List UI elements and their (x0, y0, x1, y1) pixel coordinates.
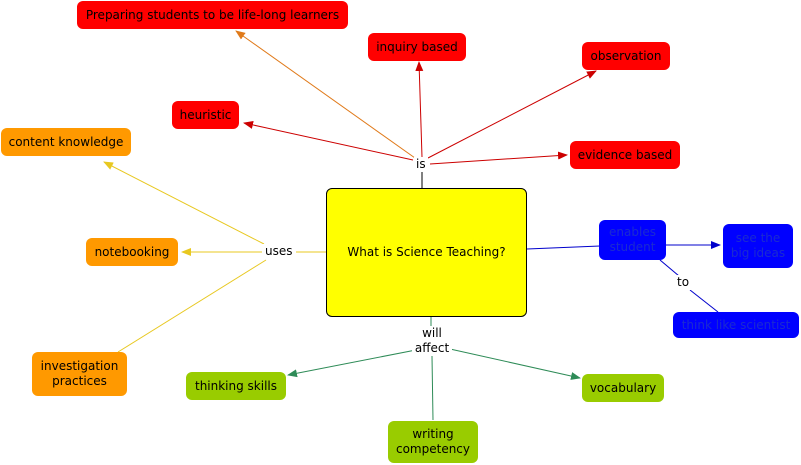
node-evidence-based-label: evidence based (577, 147, 673, 162)
node-competency-label: competency (395, 442, 471, 456)
link-uses-content (103, 161, 265, 245)
node-content-knowledge-label: content knowledge (8, 134, 124, 149)
link-enables-to (659, 259, 680, 277)
node-think-like-scientist[interactable]: think like scientist (673, 312, 799, 338)
node-writing-competency[interactable]: writing competency (388, 421, 478, 463)
node-think-like-scientist-label: think like scientist (681, 317, 791, 332)
link-affect-thinking (287, 348, 422, 378)
node-investigation-label: investigation (40, 359, 119, 373)
link-label-is: is (414, 157, 428, 172)
node-inquiry-based-label: inquiry based (376, 39, 458, 54)
node-heuristic-label: heuristic (179, 107, 232, 122)
link-label-will-affect: will affect (412, 326, 452, 356)
link-uses-investigation (117, 259, 267, 353)
link-to-scientist (689, 289, 719, 313)
link-label-will: will (422, 326, 442, 340)
link-is-heuristic (243, 121, 414, 161)
link-label-uses: uses (263, 244, 295, 259)
link-is-observation (427, 70, 597, 159)
node-observation-label: observation (590, 48, 662, 63)
node-observation[interactable]: observation (582, 42, 670, 70)
node-enables-label: enables (609, 225, 656, 239)
link-label-to: to (675, 275, 692, 290)
link-is-lifelong (235, 30, 416, 159)
node-notebooking-label: notebooking (94, 244, 170, 259)
node-see-the-label: see the (735, 231, 781, 245)
center-node-label: What is Science Teaching? (347, 245, 506, 259)
node-investigation-practices[interactable]: investigation practices (32, 352, 127, 396)
node-heuristic[interactable]: heuristic (172, 101, 239, 129)
node-writing-label: writing (412, 427, 454, 441)
link-affect-vocabulary (449, 348, 581, 380)
node-student-label: student (609, 240, 656, 254)
node-big-ideas[interactable]: see the big ideas (723, 224, 793, 268)
node-content-knowledge[interactable]: content knowledge (1, 128, 131, 156)
node-big-ideas-label: big ideas (730, 246, 786, 260)
node-lifelong-learners-label: Preparing students to be life-long learn… (85, 7, 340, 22)
node-inquiry-based[interactable]: inquiry based (368, 33, 466, 61)
link-is-evidence (429, 151, 568, 165)
node-enables-student[interactable]: enables student (599, 220, 666, 260)
link-is-inquiry (415, 61, 424, 158)
node-vocabulary[interactable]: vocabulary (582, 374, 664, 402)
link-affect-writing (431, 355, 434, 421)
node-lifelong-learners[interactable]: Preparing students to be life-long learn… (77, 1, 348, 29)
center-node[interactable]: What is Science Teaching? (326, 188, 527, 317)
node-vocabulary-label: vocabulary (589, 380, 657, 395)
node-thinking-skills[interactable]: thinking skills (186, 372, 286, 400)
node-thinking-skills-label: thinking skills (194, 378, 278, 393)
node-notebooking[interactable]: notebooking (86, 238, 178, 266)
node-evidence-based[interactable]: evidence based (570, 141, 680, 169)
link-label-affect: affect (414, 341, 450, 355)
link-center-enables (526, 245, 601, 250)
node-practices-label: practices (52, 374, 107, 388)
